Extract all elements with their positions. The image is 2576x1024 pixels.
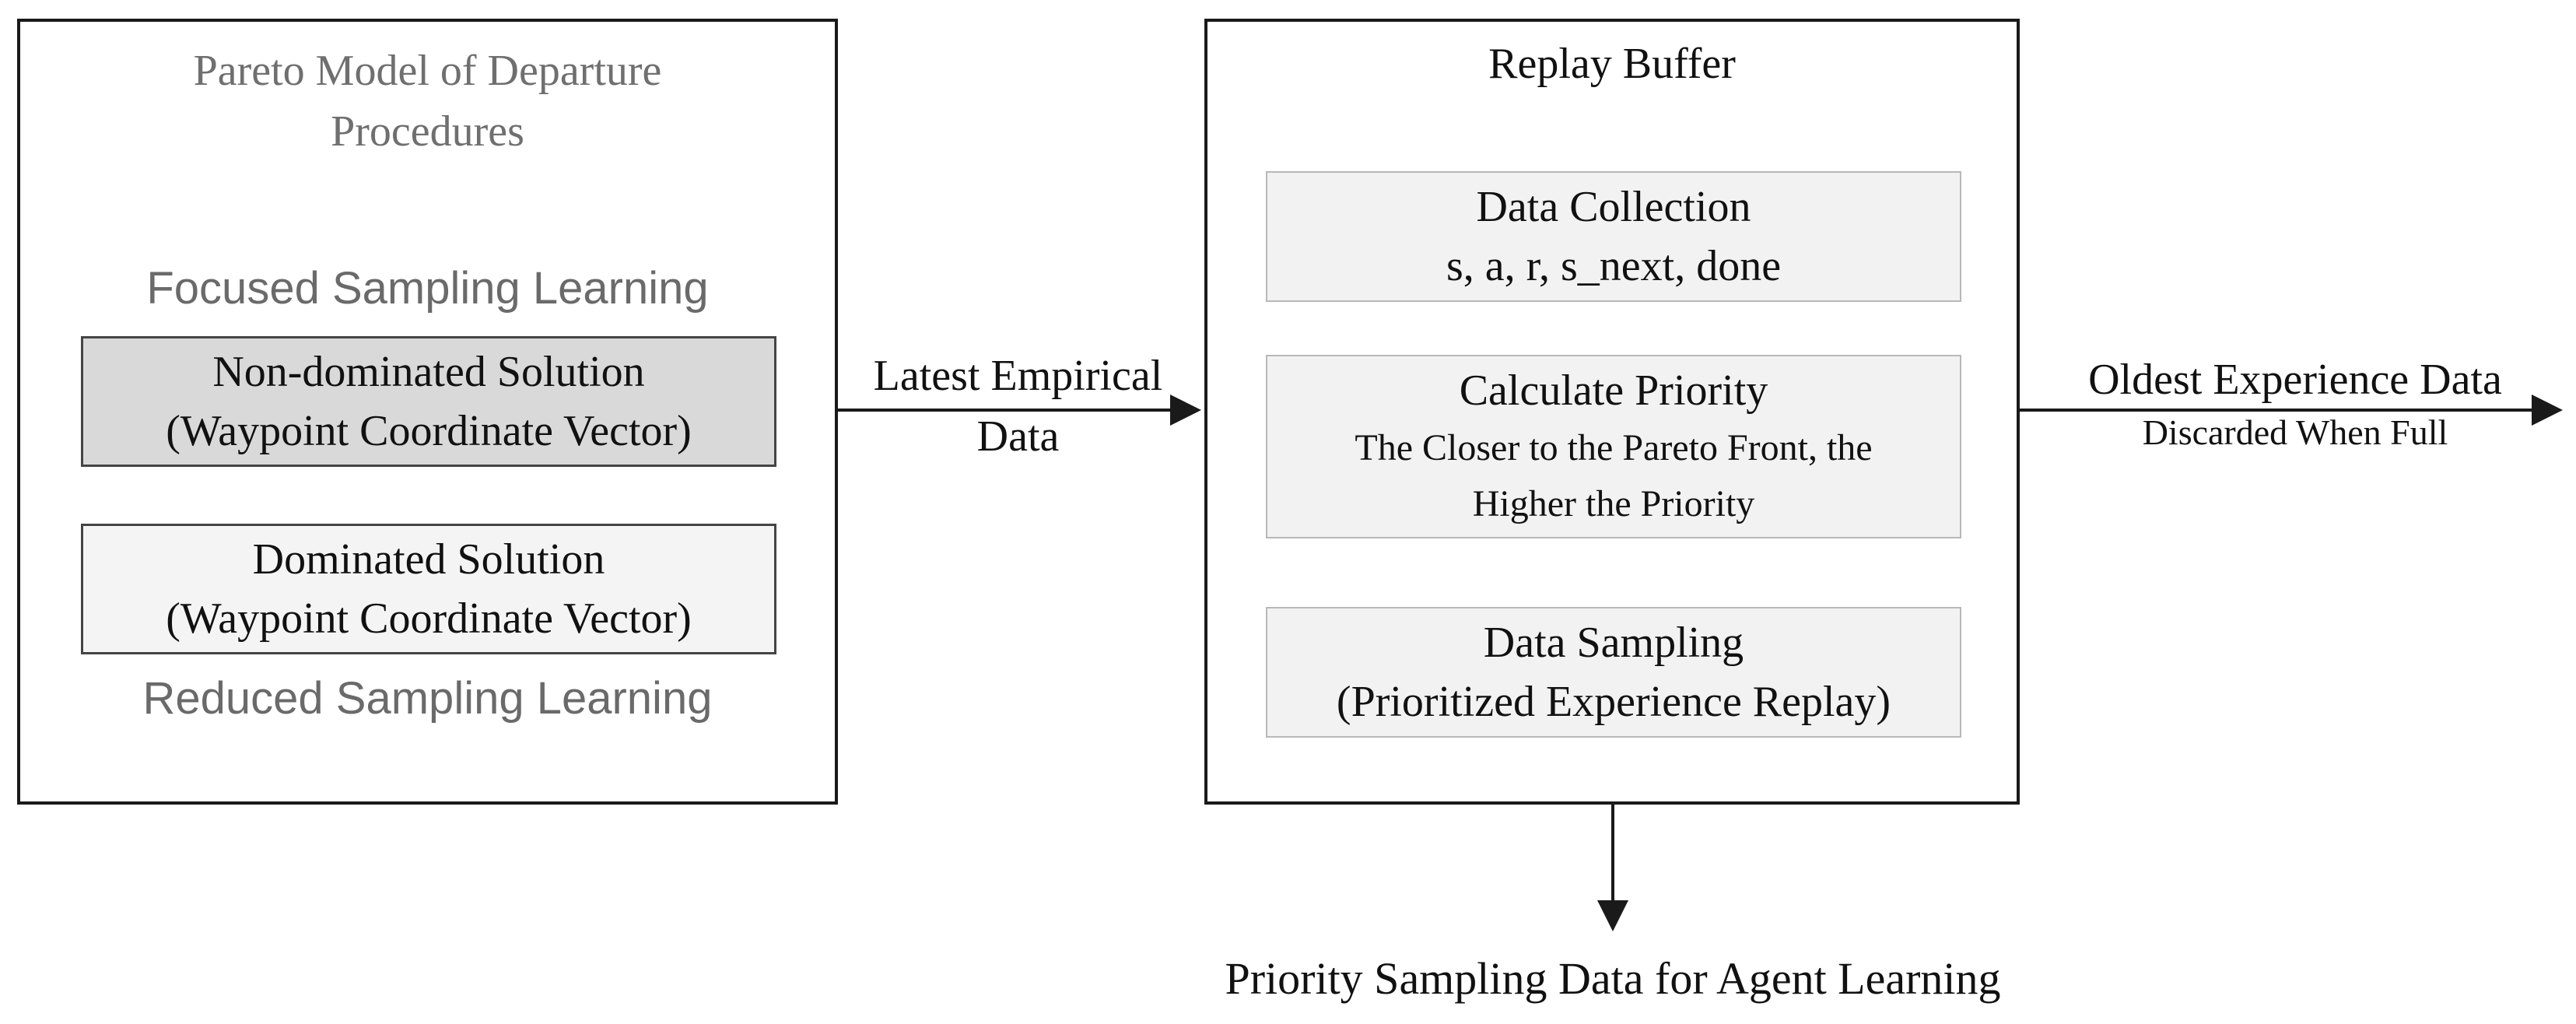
non-dominated-line1: Non-dominated Solution (212, 348, 645, 396)
data-sampling-line2: (Prioritized Experience Replay) (1336, 678, 1891, 726)
calculate-priority-line2: The Closer to the Pareto Front, the (1355, 427, 1873, 468)
calculate-priority-title: Calculate Priority (1459, 366, 1768, 415)
calculate-priority-box (1266, 355, 1961, 538)
latest-empirical-data-label: Latest Empirical Data (838, 349, 1198, 464)
dominated-line1: Dominated Solution (252, 535, 605, 584)
data-sampling-text: Data Sampling (Prioritized Experience Re… (1266, 613, 1961, 731)
pareto-model-title: Pareto Model of Departure Procedures (17, 40, 838, 162)
oldest-experience-line1: Oldest Experience Data (2088, 356, 2502, 404)
data-collection-line2: s, a, r, s_next, done (1446, 242, 1782, 290)
data-collection-line1: Data Collection (1476, 183, 1751, 231)
oldest-experience-label: Oldest Experience Data Discarded When Fu… (2023, 353, 2567, 456)
reduced-sampling-label: Reduced Sampling Learning (142, 673, 713, 724)
calculate-priority-line3: Higher the Priority (1472, 483, 1755, 524)
data-sampling-box (1266, 607, 1961, 738)
replay-buffer-title: Replay Buffer (1488, 40, 1736, 88)
pareto-model-title-line1: Pareto Model of Departure (193, 47, 662, 95)
latest-empirical-line1: Latest Empirical (873, 352, 1163, 400)
non-dominated-line2: (Waypoint Coordinate Vector) (166, 407, 692, 455)
non-dominated-solution-text: Non-dominated Solution (Waypoint Coordin… (81, 342, 776, 461)
data-collection-text: Data Collection s, a, r, s_next, done (1266, 177, 1961, 296)
focused-sampling-label: Focused Sampling Learning (146, 263, 709, 314)
pareto-model-title-line2: Procedures (331, 107, 524, 156)
non-dominated-solution-box (81, 336, 776, 467)
data-sampling-line1: Data Sampling (1483, 619, 1744, 667)
data-collection-box (1266, 171, 1961, 302)
dominated-line2: (Waypoint Coordinate Vector) (166, 594, 692, 643)
priority-sampling-agent-label: Priority Sampling Data for Agent Learnin… (1225, 953, 2001, 1004)
latest-empirical-line2: Data (976, 412, 1060, 461)
dominated-solution-box (81, 524, 776, 654)
oldest-experience-line2: Discarded When Full (2142, 412, 2448, 452)
dominated-solution-text: Dominated Solution (Waypoint Coordinate … (81, 530, 776, 648)
calculate-priority-desc: The Closer to the Pareto Front, the High… (1266, 420, 1961, 532)
